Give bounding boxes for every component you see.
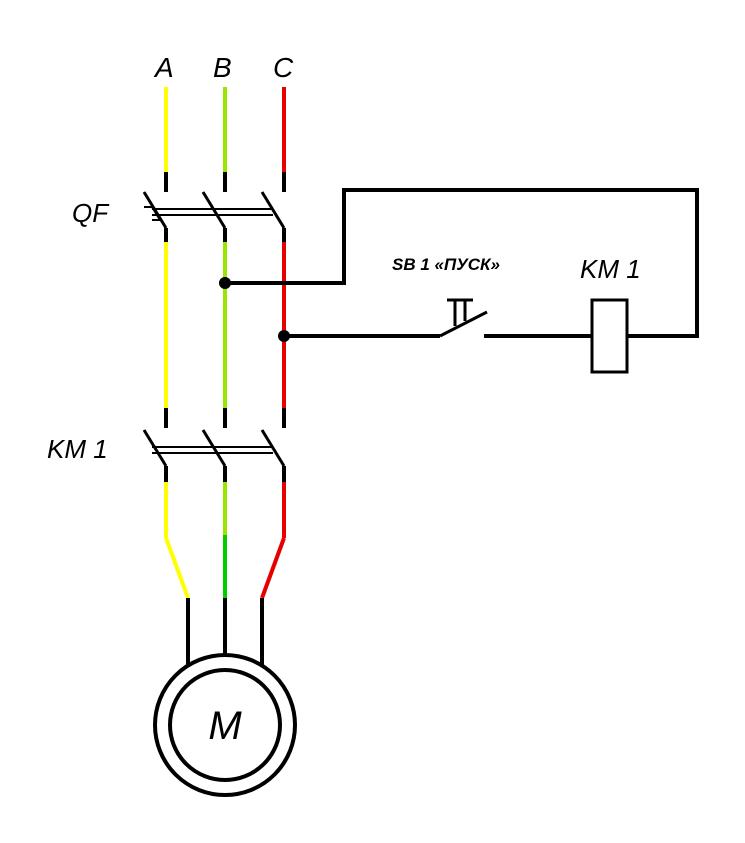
- km1-contacts-label: KM 1: [47, 434, 108, 464]
- phase-b-label: B: [213, 52, 232, 83]
- sb1-start-button: [439, 298, 488, 338]
- motor-leads: [186, 598, 264, 665]
- junction-phase-c: [278, 330, 290, 342]
- km1-coil-label: KM 1: [580, 254, 641, 284]
- phase-a-label: A: [153, 52, 174, 83]
- km1-main-contacts: [142, 429, 286, 467]
- control-circuit: [225, 188, 699, 338]
- sb1-label: SB 1 «ПУСК»: [392, 255, 500, 274]
- phase-c-line: [260, 87, 286, 599]
- motor-label: M: [208, 704, 242, 748]
- phase-c-label: C: [273, 52, 294, 83]
- km1-coil: [590, 298, 629, 374]
- motor: M: [153, 653, 297, 797]
- qf-breaker: [142, 191, 286, 229]
- junction-phase-b: [219, 277, 231, 289]
- qf-label: QF: [72, 198, 110, 228]
- phase-a-line: [164, 87, 190, 599]
